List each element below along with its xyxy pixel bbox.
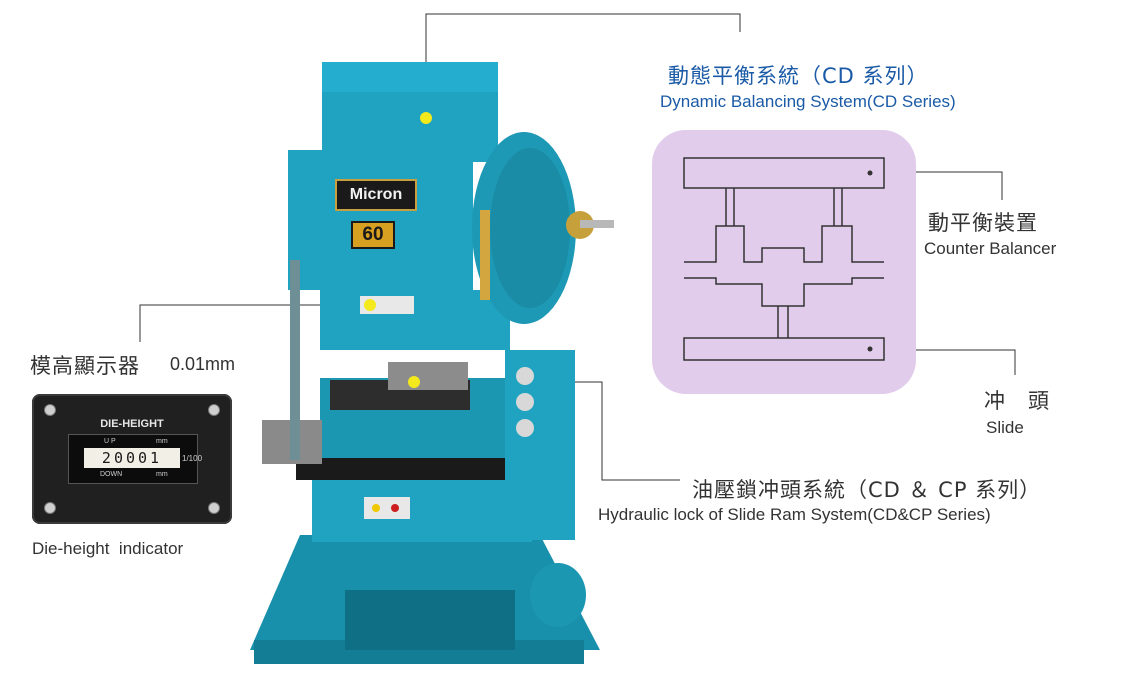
counter-balancer-panel [652,130,916,394]
marker-die-height [364,299,376,311]
indicator-unit-down: mm [156,471,168,478]
screw-icon [44,404,56,416]
slide-en: Slide [986,418,1024,437]
model-plate [351,221,395,249]
leader-slide [870,349,1016,375]
indicator-down-label: DOWN [100,471,123,478]
die-height-en: Die-height indicator [32,539,184,558]
die-height-spec: 0.01mm [170,354,236,374]
die-height-cn: 模高顯示器 [30,354,140,378]
counter-balancer-en: Counter Balancer [924,239,1057,258]
brand-plate [335,179,417,211]
counter-balancer-cn: 動平衡裝置 [928,211,1038,235]
marker-dynamic-balancing [420,112,432,124]
model-label: 60 [362,224,384,245]
hydraulic-lock-en: Hydraulic lock of Slide Ram System(CD&CP… [598,505,991,524]
hydraulic-lock-cn: 油壓鎖冲頭系統（CD ＆ CP 系列） [692,478,1042,502]
dynamic-balancing-cn: 動態平衡系統（CD 系列） [668,64,929,88]
slide-cn: 冲 頭 [984,389,1050,413]
indicator-up-label: U P [104,438,116,445]
indicator-unit-up: mm [156,438,168,445]
indicator-fraction: 1/100 [182,454,203,463]
dynamic-balancing-en: Dynamic Balancing System(CD Series) [660,92,956,111]
indicator-reading: 20001 [84,448,180,468]
indicator-title: DIE-HEIGHT [100,418,164,430]
screw-icon [44,502,56,514]
screw-icon [208,404,220,416]
brand-label: Micron [349,186,403,203]
marker-hydraulic-lock [408,376,420,388]
screw-icon [208,502,220,514]
die-height-indicator: DIE-HEIGHT U P mm 20001 1/100 DOWN mm [32,394,232,524]
counter-balancer-schematic [683,157,885,361]
